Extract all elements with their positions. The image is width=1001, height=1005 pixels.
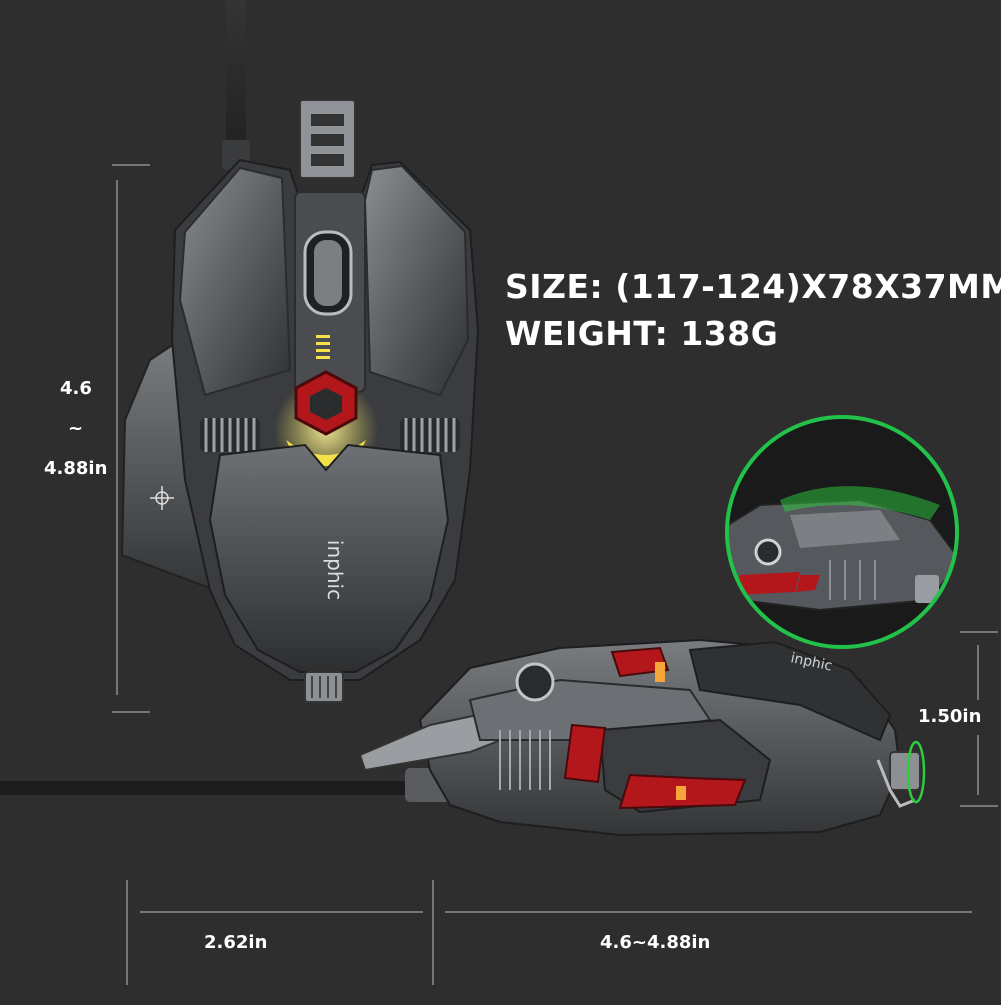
cable-top	[222, 0, 250, 170]
size-spec: SIZE: (117-124)X78X37MM	[505, 267, 1001, 306]
detail-inset	[725, 415, 959, 649]
mouse-top-view: inphic	[120, 99, 480, 703]
dpi-led-indicator	[316, 335, 330, 359]
side-length-label: 4.6~4.88in	[600, 932, 711, 953]
brand-logo-top: inphic	[323, 540, 347, 600]
suspension-springs	[200, 418, 460, 452]
dimension-lines	[112, 164, 998, 985]
width-label: 2.62in	[204, 932, 268, 953]
mouse-side-view: inphic	[358, 638, 926, 837]
detail-ring	[725, 415, 959, 649]
length-label-top: 4.6	[60, 378, 92, 399]
crosshair-icon	[150, 486, 174, 510]
length-label-tilde: ~	[68, 418, 84, 439]
cable-bottom	[0, 768, 455, 802]
length-label-bottom: 4.88in	[44, 458, 108, 479]
height-label: 1.50in	[918, 706, 982, 727]
weight-spec: WEIGHT: 138G	[505, 314, 779, 353]
